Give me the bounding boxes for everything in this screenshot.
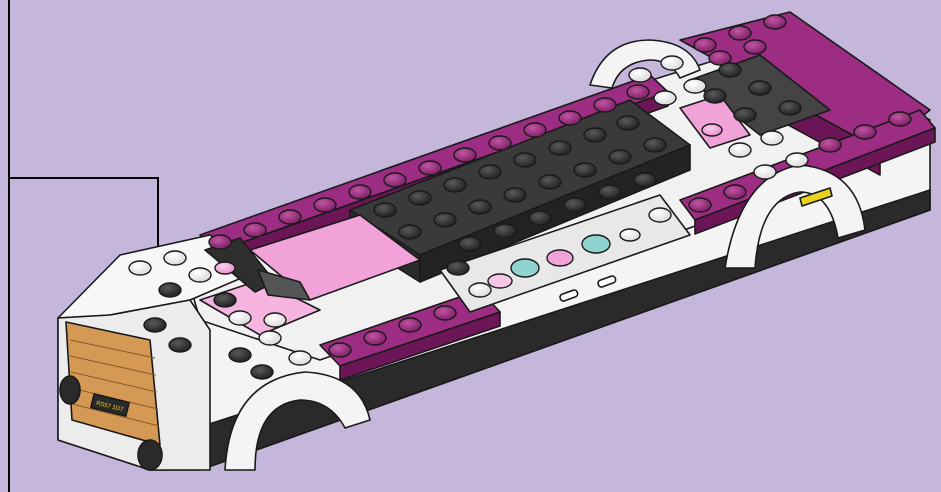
trans-pink-stud [547, 250, 573, 266]
front-wheel-left [60, 376, 80, 404]
vehicle-chassis: RS57 1D7 [58, 12, 935, 470]
target-stud [144, 318, 166, 332]
trans-teal-stud [511, 259, 539, 277]
trans-teal-stud [582, 235, 610, 253]
front-wheel-right [138, 440, 162, 470]
